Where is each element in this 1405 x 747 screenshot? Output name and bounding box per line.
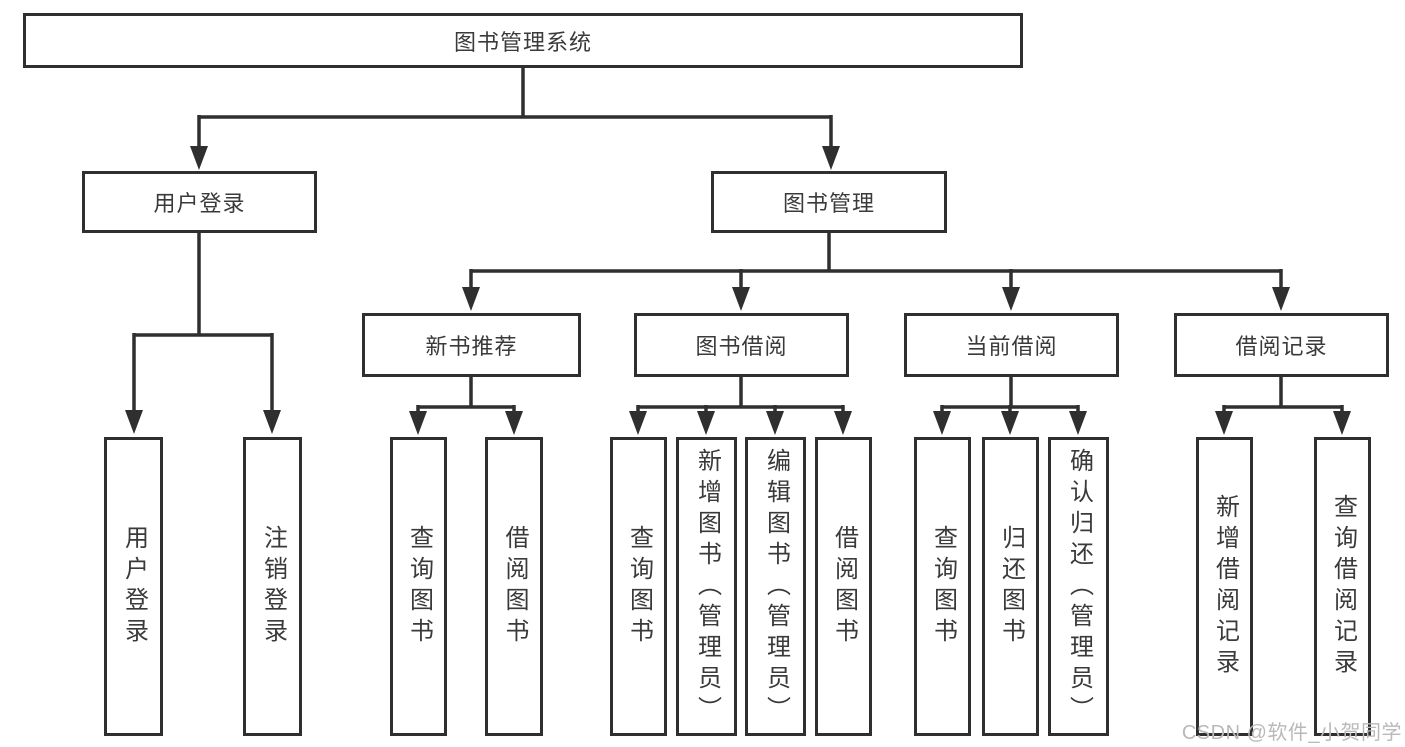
elbow-connectors [132,68,1344,415]
node-borrowing-records: 借阅记录 [1174,313,1389,377]
leaf-label: 查询借阅记录 [1329,493,1357,680]
leaf-current-query-books: 查询图书 [914,437,971,736]
leaf-add-borrow-record: 新增借阅记录 [1196,437,1253,736]
node-user-login-module: 用户登录 [82,171,317,233]
csdn-watermark: CSDN @软件_小贺同学 [1181,722,1402,744]
leaf-borrowing-borrow-books: 借阅图书 [815,437,872,736]
leaf-label: 编辑图书（管理员） [762,448,790,727]
leaf-logout: 注销登录 [243,437,302,736]
leaf-label: 新增借阅记录 [1211,493,1239,680]
node-label: 图书管理 [782,191,875,216]
leaf-return-books: 归还图书 [982,437,1039,736]
node-label: 借阅记录 [1235,334,1328,359]
node-new-book-recommend: 新书推荐 [362,313,581,377]
leaf-label: 确认归还（管理员） [1065,448,1093,727]
node-current-borrowing: 当前借阅 [904,313,1119,377]
leaf-label: 新增图书（管理员） [693,448,721,727]
node-book-management-module: 图书管理 [711,171,947,233]
leaf-add-books-admin: 新增图书（管理员） [676,437,737,736]
leaf-label: 借阅图书 [830,524,858,649]
leaf-label: 查询图书 [405,524,433,649]
node-label: 图书借阅 [695,334,788,359]
leaf-newbook-borrow-books: 借阅图书 [485,437,543,736]
leaf-confirm-return-admin: 确认归还（管理员） [1048,437,1109,736]
node-label: 新书推荐 [425,334,518,359]
leaf-label: 查询图书 [625,524,653,649]
leaf-borrowing-query-books: 查询图书 [610,437,667,736]
node-library-system: 图书管理系统 [23,13,1023,68]
arrowhead-icons [125,146,1351,435]
leaf-edit-books-admin: 编辑图书（管理员） [745,437,806,736]
node-label: 用户登录 [153,191,246,216]
leaf-label: 注销登录 [259,524,287,649]
leaf-query-borrow-record: 查询借阅记录 [1314,437,1371,736]
leaf-user-login: 用户登录 [104,437,163,736]
leaf-label: 查询图书 [929,524,957,649]
leaf-newbook-query-books: 查询图书 [390,437,447,736]
leaf-label: 用户登录 [120,524,148,649]
leaf-label: 归还图书 [997,524,1025,649]
node-book-borrowing: 图书借阅 [634,313,849,377]
node-label: 图书管理系统 [453,29,592,55]
leaf-label: 借阅图书 [501,524,528,649]
node-label: 当前借阅 [965,334,1058,359]
